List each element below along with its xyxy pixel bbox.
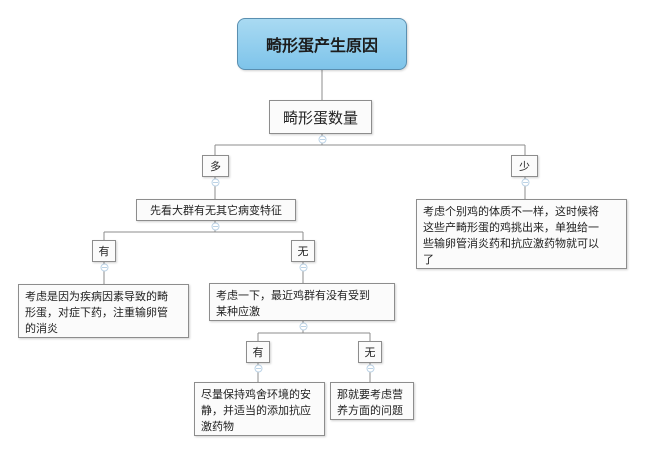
few-conclusion-node[interactable]: 考虑个别鸡的体质不一样，这时候将 这些产畸形蛋的鸡挑出来，单独给一 些输卵管消炎… — [416, 199, 627, 269]
connector-dot — [211, 178, 220, 187]
nutrition-conclusion-node[interactable]: 那就要考虑营 养方面的问题 — [330, 382, 414, 420]
egg-count-node[interactable]: 畸形蛋数量 — [269, 100, 372, 134]
text-line: 考虑一下，最近鸡群有没有受到 — [216, 289, 370, 302]
no-label: 无 — [364, 346, 376, 359]
text-line: 形蛋，对症下药，注重输卵管 — [25, 306, 168, 319]
text-line: 考虑个别鸡的体质不一样，这时候将 — [423, 205, 599, 218]
stress-check-node[interactable]: 考虑一下，最近鸡群有没有受到 某种应激 — [209, 283, 395, 321]
text-line: 考虑是因为疾病因素导致的畸 — [25, 290, 168, 303]
yes-label: 有 — [252, 346, 264, 359]
text-line: 养方面的问题 — [337, 404, 403, 417]
many-node[interactable]: 多 — [202, 155, 229, 177]
few-label: 少 — [519, 160, 530, 173]
root-label: 畸形蛋产生原因 — [265, 36, 378, 55]
few-node[interactable]: 少 — [511, 155, 538, 177]
stress-yes-conclusion-node[interactable]: 尽量保持鸡舍环境的安 静，并适当的添加抗应 激药物 — [194, 382, 325, 436]
no-label: 无 — [297, 245, 309, 258]
connector-dot — [100, 263, 109, 272]
text-line: 了 — [423, 253, 434, 266]
root-node[interactable]: 畸形蛋产生原因 — [237, 18, 407, 70]
text-line: 某种应激 — [216, 305, 260, 318]
connector-dot — [299, 322, 308, 331]
disease-no-node[interactable]: 无 — [291, 240, 315, 262]
connector-dot — [254, 364, 263, 373]
connector-dot — [366, 364, 375, 373]
flock-check-label: 先看大群有无其它病变特征 — [150, 204, 282, 217]
text-line: 激药物 — [201, 420, 234, 433]
flock-check-node[interactable]: 先看大群有无其它病变特征 — [136, 199, 296, 221]
many-label: 多 — [210, 160, 221, 173]
text-line: 尽量保持鸡舍环境的安 — [201, 388, 311, 401]
yes-label: 有 — [98, 245, 110, 258]
stress-yes-node[interactable]: 有 — [246, 341, 270, 363]
connector-dot — [521, 178, 530, 187]
text-line: 静，并适当的添加抗应 — [201, 404, 311, 417]
connector-dot — [211, 222, 220, 231]
stress-no-node[interactable]: 无 — [358, 341, 382, 363]
text-line: 些输卵管消炎药和抗应激药物就可以 — [423, 237, 599, 250]
text-line: 那就要考虑营 — [337, 388, 403, 401]
text-line: 的消炎 — [25, 322, 58, 335]
disease-yes-node[interactable]: 有 — [92, 240, 116, 262]
text-line: 这些产畸形蛋的鸡挑出来，单独给一 — [423, 221, 599, 234]
connector-dot — [318, 135, 327, 144]
connector-dot — [299, 263, 308, 272]
disease-conclusion-node[interactable]: 考虑是因为疾病因素导致的畸 形蛋，对症下药，注重输卵管 的消炎 — [18, 284, 189, 338]
egg-count-label: 畸形蛋数量 — [282, 108, 358, 127]
